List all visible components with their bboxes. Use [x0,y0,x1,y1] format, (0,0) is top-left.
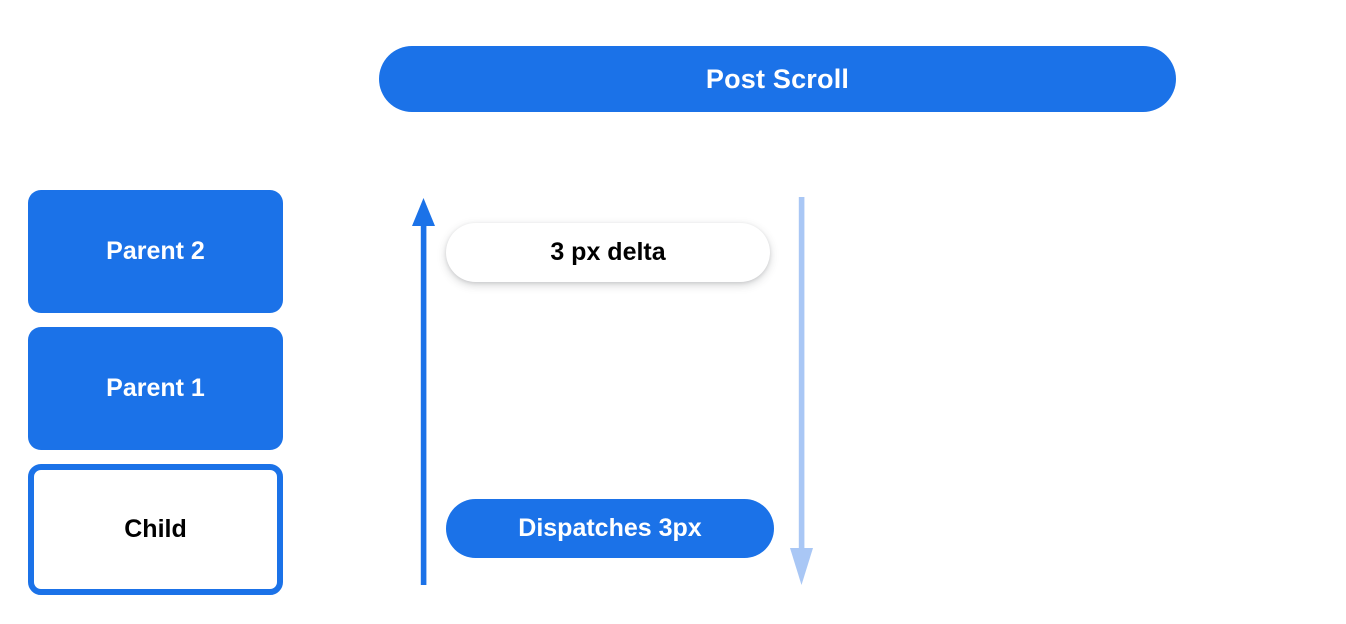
view-hierarchy-column: Parent 2 Parent 1 Child [28,190,283,595]
post-scroll-banner: Post Scroll [379,46,1176,112]
node-child: Child [28,464,283,595]
delta-pill: 3 px delta [446,223,770,282]
dispatch-pill-label: Dispatches 3px [518,514,702,542]
node-parent-1: Parent 1 [28,327,283,450]
node-child-label: Child [124,515,187,543]
node-parent-2: Parent 2 [28,190,283,313]
node-parent-2-label: Parent 2 [106,237,205,265]
arrow-down-icon [790,197,813,585]
dispatch-pill: Dispatches 3px [446,499,774,558]
page-title: Post Scroll [705,63,850,94]
delta-pill-label: 3 px delta [550,238,666,266]
node-parent-1-label: Parent 1 [106,374,205,402]
arrow-up-icon [412,198,435,585]
